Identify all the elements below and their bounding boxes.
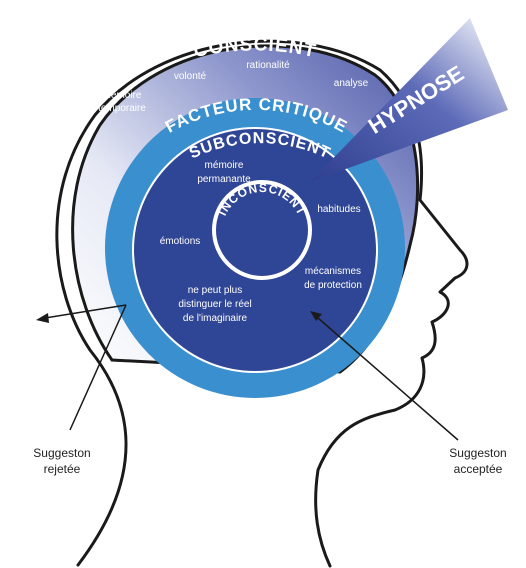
conscient-item-volonte: volonté [174,71,207,82]
sub-item-de-protection: de protection [304,280,362,291]
hypnose-beam [310,18,508,182]
conscient-item-analyse: analyse [334,78,369,89]
sub-item-memoire: mémoire [205,160,244,171]
sub-item-mecanismes: mécanismes [305,266,361,277]
sub-item-ne-peut-plus: ne peut plus [188,285,243,296]
sub-item-imaginaire: de l'imaginaire [183,313,248,324]
sub-item-permanante: permanante [197,174,251,185]
sub-item-emotions: émotions [160,236,201,247]
rejected-arrow-stem [69,304,127,431]
rejected-label-line2: rejetée [44,462,81,476]
accepted-arrow-shaft [317,317,459,441]
inconscient-circle [212,180,312,280]
conscient-item-rationalite: rationalité [246,60,290,71]
sub-item-habitudes: habitudes [317,204,360,215]
conscient-item-temporaire: temporaire [98,103,146,114]
rejected-arrow-shaft [44,304,127,319]
head-outline [55,39,469,568]
rejected-arrow-head-icon [36,313,49,323]
accepted-label-line1: Suggeston [449,446,506,460]
rejected-label-line1: Suggeston [33,446,90,460]
accepted-arrow-head-icon [310,311,322,321]
conscient-item-memoire: mémoire [103,90,142,101]
accepted-label-line2: acceptée [454,462,503,476]
sub-item-distinguer: distinguer le réel [178,299,251,310]
